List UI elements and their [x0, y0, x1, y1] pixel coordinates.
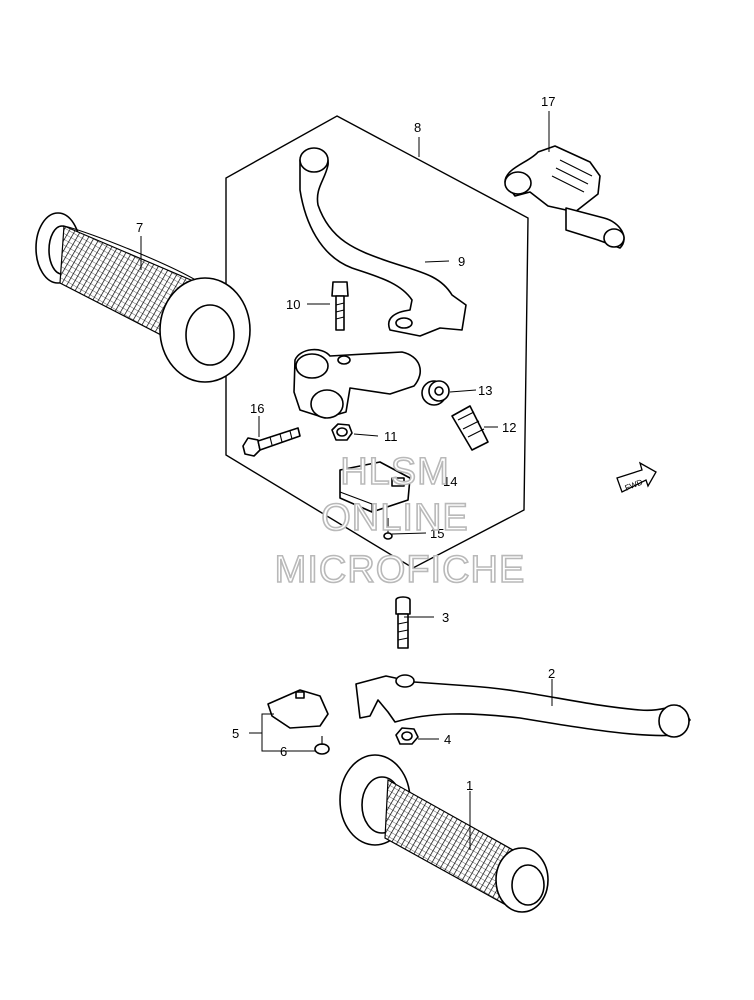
watermark: HLSM ONLINE MICROFICHE	[274, 450, 526, 592]
callout-1: 1	[466, 778, 473, 793]
switch-part-14	[339, 461, 411, 513]
callout-3: 3	[442, 610, 449, 625]
bolt-part-10	[331, 281, 349, 331]
watermark-line-2: ONLINE	[321, 497, 468, 539]
left-grip-part-7	[35, 212, 251, 383]
callout-17: 17	[541, 94, 555, 109]
switch-part-5	[267, 689, 329, 729]
right-grip-part-1	[339, 754, 549, 913]
callout-9: 9	[458, 254, 465, 269]
callout-14: 14	[443, 474, 457, 489]
callout-11: 11	[384, 429, 398, 444]
callout-8: 8	[414, 120, 421, 135]
watermark-line-1: HLSM	[340, 451, 450, 493]
screw-part-12	[451, 405, 489, 451]
lever-part-2	[355, 674, 691, 738]
callout-5: 5	[232, 726, 239, 741]
fwd-arrow-icon: FWD	[616, 461, 657, 493]
lever-part-9	[299, 147, 467, 337]
callout-12: 12	[502, 420, 516, 435]
callout-2: 2	[548, 666, 555, 681]
assembly-outline	[225, 115, 529, 569]
callout-labels: 1 2 3 4 5 6 7 8 9 10 11 12 13 14 15 16 1…	[136, 94, 555, 793]
adjuster-part-13	[421, 380, 450, 406]
bolt-part-16	[242, 427, 301, 457]
nut-part-4	[395, 727, 419, 745]
callout-16: 16	[250, 401, 264, 416]
callout-15: 15	[430, 526, 444, 541]
callout-4: 4	[444, 732, 451, 747]
screw-part-6	[314, 736, 330, 755]
callout-13: 13	[478, 383, 492, 398]
bolt-part-3	[395, 596, 411, 649]
switch-part-17	[504, 145, 625, 249]
screw-part-15	[383, 518, 393, 540]
callout-10: 10	[286, 297, 300, 312]
nut-part-11	[331, 423, 353, 441]
watermark-line-3: MICROFICHE	[275, 549, 526, 591]
callout-6: 6	[280, 744, 287, 759]
lever-holder	[293, 348, 422, 419]
leader-lines	[140, 111, 553, 850]
callout-7: 7	[136, 220, 143, 235]
